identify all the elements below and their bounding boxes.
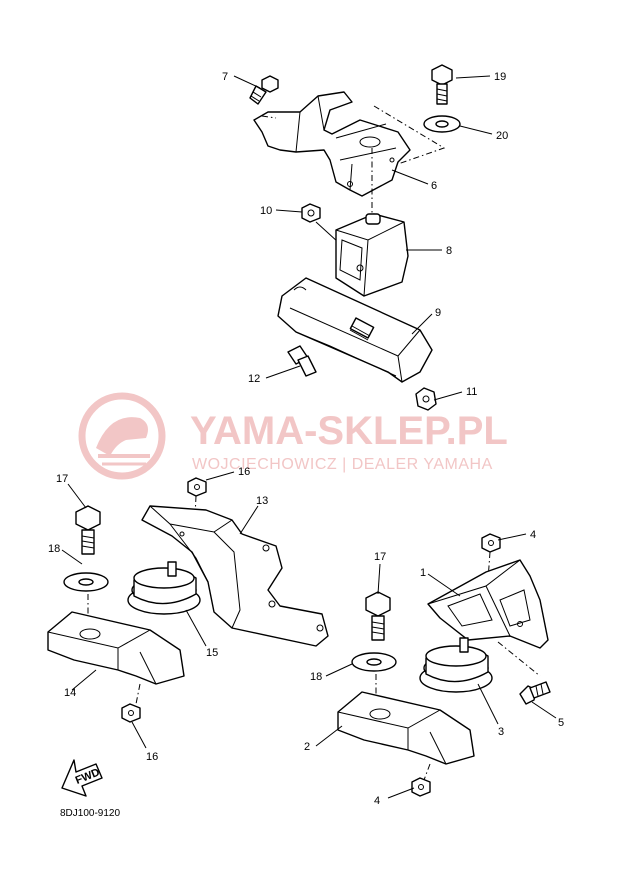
watermark: YAMA-SKLEP.PL WOJCIECHOWICZ | DEALER YAM… — [78, 392, 508, 480]
part-5-bolt — [519, 681, 551, 705]
callout-3: 3 — [498, 726, 504, 738]
callout-2: 2 — [304, 741, 310, 753]
part-18-washer-right — [351, 652, 397, 672]
callout-17-left: 17 — [56, 473, 68, 485]
part-12-stud — [287, 345, 317, 377]
part-14-bracket — [47, 611, 185, 685]
diagram-code: 8DJ100-9120 — [60, 808, 120, 819]
part-15-damper — [127, 561, 201, 615]
part-7-bolt — [249, 75, 279, 105]
leader-lines — [61, 75, 557, 799]
callout-13: 13 — [256, 495, 268, 507]
callout-9: 9 — [435, 307, 441, 319]
fwd-arrow: FWD — [61, 759, 103, 797]
callout-19: 19 — [494, 71, 506, 83]
callout-16-top: 16 — [238, 466, 250, 478]
part-4-nut-top — [481, 533, 501, 553]
part-1-bracket — [427, 559, 549, 649]
watermark-subtitle: WOJCIECHOWICZ | DEALER YAMAHA — [192, 456, 493, 473]
part-4-nut-bottom — [411, 777, 431, 797]
callout-1: 1 — [420, 567, 426, 579]
part-9-plate — [277, 277, 433, 383]
part-20-washer — [423, 115, 461, 133]
part-16-nut-bottom — [121, 703, 141, 723]
part-17-bolt-left — [75, 505, 101, 555]
callout-16-bottom: 16 — [146, 751, 158, 763]
part-16-nut-top — [187, 477, 207, 497]
part-18-washer-left — [63, 572, 109, 592]
part-2-bracket — [337, 691, 475, 765]
callout-5: 5 — [558, 717, 564, 729]
part-3-damper — [419, 637, 493, 693]
callout-18-right: 18 — [310, 671, 322, 683]
callout-6: 6 — [431, 180, 437, 192]
callout-10: 10 — [260, 205, 272, 217]
part-19-bolt — [431, 64, 453, 105]
callout-4-top: 4 — [530, 529, 536, 541]
part-6-bracket — [253, 91, 411, 197]
callout-7: 7 — [222, 71, 228, 83]
callout-18-left: 18 — [48, 543, 60, 555]
callout-4-bottom: 4 — [374, 795, 380, 807]
callout-20: 20 — [496, 130, 508, 142]
watermark-title: YAMA-SKLEP.PL — [190, 409, 508, 453]
callout-numbers: 7 19 20 6 10 8 9 12 11 16 13 17 18 15 14… — [48, 71, 564, 807]
part-11-nut — [415, 387, 437, 411]
part-13-bracket — [141, 505, 329, 647]
part-8-damper — [335, 213, 409, 297]
part-10-nut — [301, 203, 321, 223]
part-17-bolt-right — [365, 591, 391, 641]
callout-17-right: 17 — [374, 551, 386, 563]
callout-15: 15 — [206, 647, 218, 659]
watermark-logo — [78, 392, 166, 480]
callout-11: 11 — [466, 386, 477, 398]
callout-8: 8 — [446, 245, 452, 257]
callout-14: 14 — [64, 687, 76, 699]
callout-12: 12 — [248, 373, 260, 385]
